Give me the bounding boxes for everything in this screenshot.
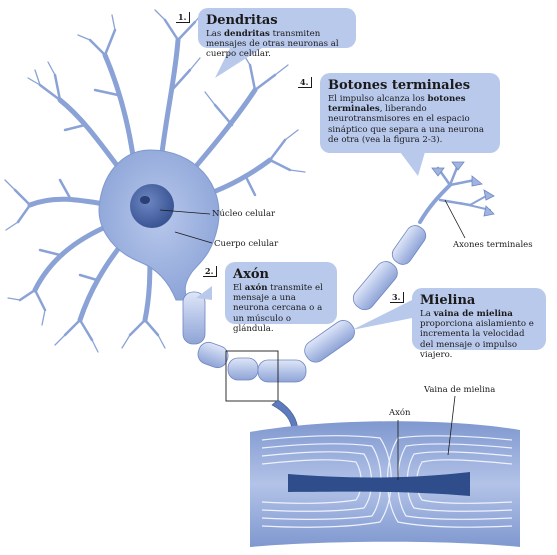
zoom-box [225,350,279,402]
callout-botones: 4. Botones terminales El impulso alcanza… [298,73,500,153]
callout-text: Las dendritas transmiten mensajes de otr… [206,29,339,60]
callout-text: El impulso alcanza los botones terminale… [328,94,485,145]
callout-number: 2. [203,266,218,277]
callout-axon: 2. Axón El axón transmite el mensaje a u… [203,262,337,334]
label-vaina-de-mielina: Vaina de mielina [424,385,496,395]
callout-number: 3. [390,292,405,303]
callout-text: El axón transmite el mensaje a una neuro… [233,283,323,334]
axon-core [288,472,470,496]
callout-title: Axón [233,267,269,282]
label-axones-terminales: Axones terminales [453,240,533,250]
label-cuerpo-celular: Cuerpo celular [214,239,279,249]
callout-title: Mielina [420,293,476,308]
callout-title: Dendritas [206,13,278,28]
callout-mielina: 3. Mielina La vaina de mielina proporcio… [390,288,546,360]
myelin-segments [182,225,427,383]
cell-nucleus [130,184,174,228]
callout-dendritas: 1. Dendritas Las dendritas transmiten me… [176,8,356,59]
label-nucleo-celular: Núcleo celular [212,209,276,219]
terminal-buttons [431,161,495,217]
axon-terminals [418,163,491,224]
callout-number: 4. [298,77,313,88]
label-axon-detail: Axón [389,408,411,418]
myelin-detail [250,395,520,547]
callout-pointers [196,48,425,330]
callout-number: 1. [176,12,191,23]
callout-text: La vaina de mielina proporciona aislamie… [420,309,534,360]
callout-title: Botones terminales [328,78,471,93]
